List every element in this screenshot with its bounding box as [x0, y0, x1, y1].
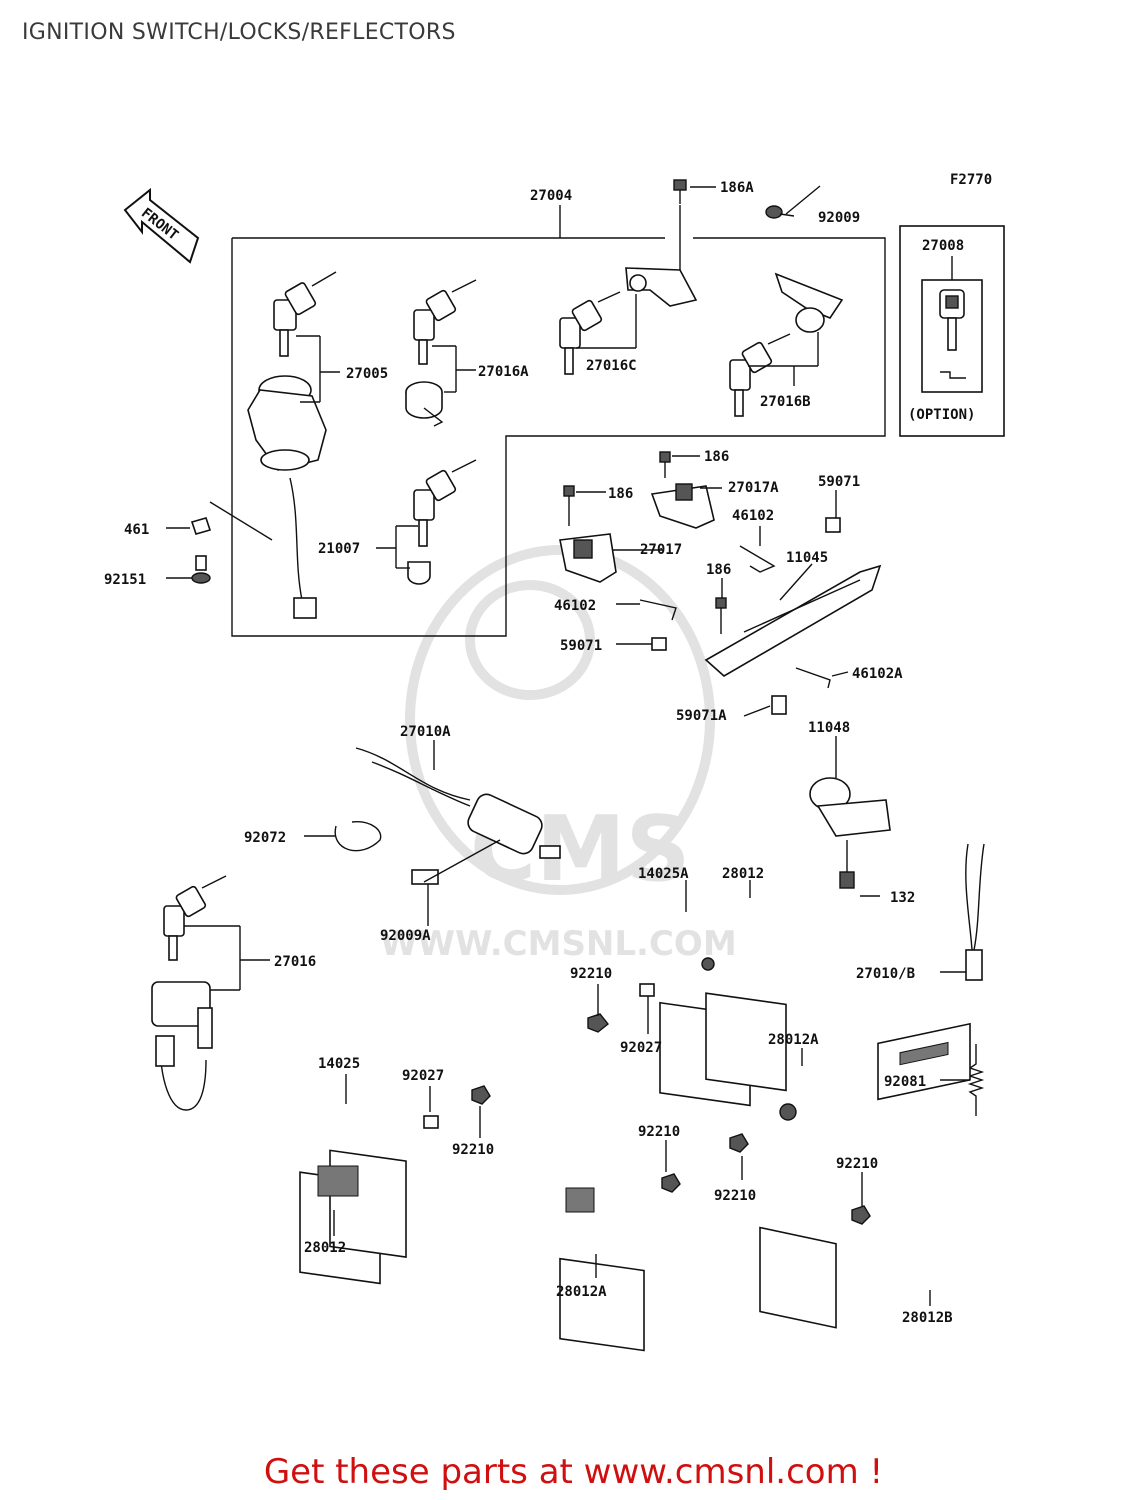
label-46102A: 46102A — [852, 666, 903, 682]
ignition-switch — [247, 375, 327, 619]
reflector-28012A-b — [759, 1103, 837, 1329]
label-92081: 92081 — [884, 1074, 926, 1090]
label-92009: 92009 — [818, 210, 860, 226]
lock-cylinder-27016C — [625, 205, 698, 307]
label-186-a: 186 — [704, 449, 729, 465]
label-92072: 92072 — [244, 830, 286, 846]
label-14025A: 14025A — [638, 866, 689, 882]
pin-46102-b — [639, 599, 677, 621]
seat-lock-27016 — [151, 981, 213, 1111]
lock-cylinder-27016B — [774, 272, 844, 333]
nut-92210-d — [729, 1133, 749, 1153]
label-27008: 27008 — [922, 238, 964, 254]
bracket-11045 — [704, 564, 882, 677]
lock-cylinder-21007 — [407, 561, 431, 585]
key-icon — [939, 289, 965, 351]
bracket-27017A — [650, 451, 715, 529]
spacer-92027-a — [639, 983, 655, 997]
nut-92210-b — [471, 1085, 491, 1105]
leader-lines — [166, 185, 970, 1306]
label-11045: 11045 — [786, 550, 828, 566]
label-46102-b: 46102 — [554, 598, 596, 614]
label-28012B: 28012B — [902, 1310, 953, 1326]
label-92210-d: 92210 — [836, 1156, 878, 1172]
watermark-url: WWW.CMSNL.COM — [380, 924, 737, 964]
label-21007: 21007 — [318, 541, 360, 557]
label-27016: 27016 — [274, 954, 316, 970]
bracket-11048 — [809, 777, 891, 889]
bracket-27017 — [559, 485, 617, 583]
label-option: (OPTION) — [908, 407, 975, 423]
label-92151: 92151 — [104, 572, 146, 588]
watermark: CMS WWW.CMSNL.COM — [380, 545, 737, 964]
label-28012A-b: 28012A — [556, 1284, 607, 1300]
page-title: IGNITION SWITCH/LOCKS/REFLECTORS — [22, 20, 456, 45]
label-92027-b: 92027 — [402, 1068, 444, 1084]
label-186A: 186A — [720, 180, 754, 196]
label-28012-b: 28012 — [304, 1240, 346, 1256]
label-27016B: 27016B — [760, 394, 811, 410]
washer-461 — [190, 517, 212, 535]
label-59071: 59071 — [818, 474, 860, 490]
label-11048: 11048 — [808, 720, 850, 736]
label-27010B: 27010/B — [856, 966, 915, 982]
label-46102-a: 46102 — [732, 508, 774, 524]
label-59071-b: 59071 — [560, 638, 602, 654]
label-28012A-a: 28012A — [768, 1032, 819, 1048]
label-27010A: 27010A — [400, 724, 451, 740]
clip-59071-b — [651, 637, 667, 651]
label-92210-a: 92210 — [570, 966, 612, 982]
switch-27010A — [334, 747, 561, 885]
reflector-14025 — [299, 1149, 407, 1285]
label-92027-a: 92027 — [620, 1040, 662, 1056]
front-arrow-icon: FRONT — [123, 187, 200, 264]
key-set-27005 — [273, 271, 337, 357]
label-92210-e: 92210 — [714, 1188, 756, 1204]
spring-92081 — [967, 1044, 985, 1116]
label-28012-a: 28012 — [722, 866, 764, 882]
pin-46102A — [795, 667, 831, 689]
reflector-28012A-a — [559, 1187, 645, 1352]
key-set-21007 — [413, 459, 477, 547]
label-132: 132 — [890, 890, 915, 906]
label-27016C: 27016C — [586, 358, 637, 374]
pin-46102-a — [739, 545, 776, 573]
key-set-27016 — [163, 875, 227, 961]
lock-cylinder-27016A — [405, 381, 444, 427]
spacer-92027-b — [423, 1115, 439, 1129]
key-set-27016A — [413, 279, 477, 365]
label-186-c: 186 — [706, 562, 731, 578]
label-186-b: 186 — [608, 486, 633, 502]
nut-92210-c — [661, 1173, 681, 1193]
label-92210-c: 92210 — [452, 1142, 494, 1158]
label-59071A: 59071A — [676, 708, 727, 724]
label-27005: 27005 — [346, 366, 388, 382]
clip-59071 — [825, 517, 841, 533]
footer-cta-link[interactable]: Get these parts at www.cmsnl.com ! — [263, 1452, 884, 1492]
nut-92210-a — [587, 1013, 609, 1033]
assembly-frame — [231, 237, 886, 637]
switch-27010B — [965, 843, 985, 981]
bolt-186A — [673, 179, 687, 204]
figure-code: F2770 — [950, 172, 992, 188]
screw-92151 — [191, 555, 211, 584]
screw-92009 — [765, 205, 795, 219]
label-27017A: 27017A — [728, 480, 779, 496]
label-92210-b: 92210 — [638, 1124, 680, 1140]
key-set-27016B — [729, 333, 791, 417]
label-27017: 27017 — [640, 542, 682, 558]
nut-92210-e — [851, 1205, 871, 1225]
clip-59071A — [771, 695, 787, 715]
key-set-27016C — [559, 291, 621, 375]
reflector-14025A — [659, 957, 787, 1107]
label-14025: 14025 — [318, 1056, 360, 1072]
part-labels: 27004 186A 92009 27008 27005 27016A 2701… — [104, 180, 975, 1326]
option-frame — [899, 225, 1005, 437]
label-461: 461 — [124, 522, 149, 538]
label-27004: 27004 — [530, 188, 572, 204]
label-92009A: 92009A — [380, 928, 431, 944]
label-27016A: 27016A — [478, 364, 529, 380]
